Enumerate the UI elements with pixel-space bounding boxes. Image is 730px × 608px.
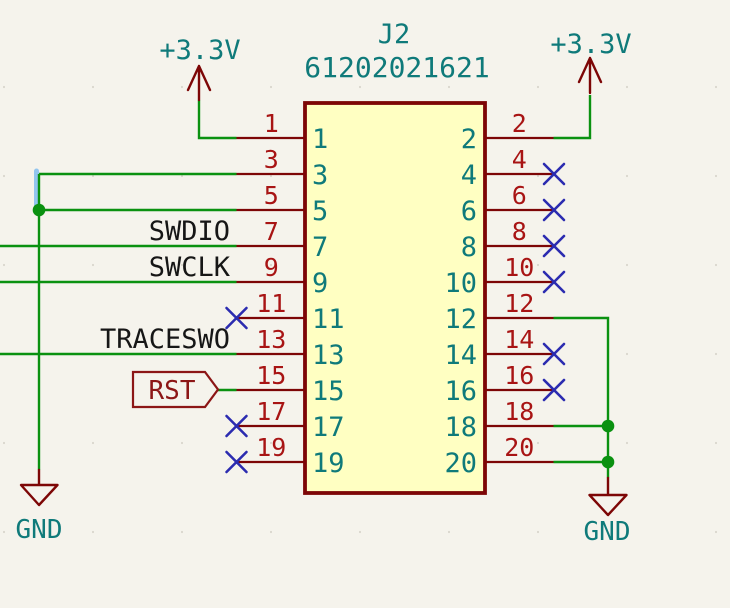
power-label-gnd-right[interactable]: GND (584, 517, 631, 547)
pin-name-5: 5 (312, 196, 328, 227)
pin-number-8: 8 (512, 217, 527, 246)
no-connect-x-pin-4[interactable] (542, 162, 566, 186)
no-connect-icon (542, 198, 566, 222)
pin-number-5: 5 (264, 181, 279, 210)
component-value[interactable]: 61202021621 (304, 51, 489, 84)
pin-name-3: 3 (312, 160, 328, 191)
power-label-vcc-left[interactable]: +3.3V (159, 35, 240, 66)
pin-number-3: 3 (264, 145, 279, 174)
connector-symbol-body[interactable] (303, 101, 487, 495)
pin-name-20: 20 (444, 448, 477, 479)
pin-number-15: 15 (256, 361, 286, 390)
pin-number-11: 11 (256, 289, 286, 318)
no-connect-x-pin-17[interactable] (225, 414, 248, 438)
net-label-swdio[interactable]: SWDIO (149, 216, 230, 247)
no-connect-x-pin-16[interactable] (542, 378, 566, 402)
pin-number-2: 2 (512, 109, 527, 138)
pin-number-12: 12 (504, 289, 534, 318)
junction-dot[interactable] (601, 455, 615, 469)
power-symbol-gnd-right[interactable]: GND (584, 476, 631, 547)
no-connect-icon (542, 162, 566, 186)
pin-name-15: 15 (312, 376, 345, 407)
power-label-gnd-left[interactable]: GND (16, 515, 63, 545)
net-label-traceswo[interactable]: TRACESWO (100, 324, 230, 355)
pin-number-17: 17 (256, 397, 286, 426)
junction-dot[interactable] (32, 203, 46, 217)
pin-name-7: 7 (312, 232, 328, 263)
net-label-swclk[interactable]: SWCLK (149, 252, 231, 283)
wires-group (0, 95, 610, 478)
pin-number-20: 20 (504, 433, 534, 462)
pin-name-13: 13 (312, 340, 345, 371)
power-arrow-icon (186, 64, 212, 102)
pin-name-16: 16 (444, 376, 477, 407)
pin-name-2: 2 (461, 124, 477, 155)
no-connect-x-pin-6[interactable] (542, 198, 566, 222)
pin-number-13: 13 (256, 325, 286, 354)
junction-dot[interactable] (601, 419, 615, 433)
no-connect-icon (225, 414, 248, 438)
pin-name-11: 11 (312, 304, 345, 335)
power-label-vcc-right[interactable]: +3.3V (550, 29, 631, 60)
pins-group: 1133557799111113131515171719192244668810… (236, 109, 554, 479)
pin-number-16: 16 (504, 361, 534, 390)
power-symbol-vcc-right[interactable]: +3.3V (550, 29, 632, 95)
pin-name-9: 9 (312, 268, 328, 299)
pin-name-10: 10 (444, 268, 477, 299)
pin-name-18: 18 (444, 412, 477, 443)
global-label-rst[interactable]: RST (131, 370, 220, 409)
no-connect-icon (542, 234, 566, 258)
pin-number-6: 6 (512, 181, 527, 210)
pin-number-1: 1 (264, 109, 279, 138)
pin-name-4: 4 (461, 160, 477, 191)
pin-number-18: 18 (504, 397, 534, 426)
no-connect-icon (225, 450, 248, 474)
wire-pin2-vcc[interactable] (553, 95, 592, 140)
no-connect-icon (542, 342, 566, 366)
pin-number-7: 7 (264, 217, 279, 246)
pin-number-10: 10 (504, 253, 534, 282)
no-connect-x-pin-11[interactable] (225, 306, 248, 330)
pin-number-14: 14 (504, 325, 534, 354)
power-arrow-icon (577, 56, 603, 95)
pin-name-12: 12 (444, 304, 477, 335)
global-label-outline (131, 370, 220, 409)
pin-name-19: 19 (312, 448, 345, 479)
pin-number-19: 19 (256, 433, 286, 462)
pin-name-17: 17 (312, 412, 345, 443)
global-label-rst-text[interactable]: RST (149, 376, 196, 406)
no-connect-icon (542, 378, 566, 402)
wire-pin1-vcc[interactable] (197, 100, 237, 140)
component-reference[interactable]: J2 (378, 19, 411, 50)
pin-name-14: 14 (444, 340, 477, 371)
power-symbol-gnd-left[interactable]: GND (16, 468, 63, 545)
pin-name-8: 8 (461, 232, 477, 263)
no-connect-x-pin-10[interactable] (542, 270, 566, 294)
no-connect-icon (225, 306, 248, 330)
pin-number-4: 4 (512, 145, 527, 174)
no-connect-x-pin-14[interactable] (542, 342, 566, 366)
pin-name-1: 1 (312, 124, 328, 155)
gnd-triangle-icon (19, 468, 59, 507)
gnd-triangle-icon (588, 476, 628, 517)
pin-name-6: 6 (461, 196, 477, 227)
no-connect-x-pin-8[interactable] (542, 234, 566, 258)
no-connect-icon (542, 270, 566, 294)
pin-number-9: 9 (264, 253, 279, 282)
no-connect-group (225, 162, 566, 474)
no-connect-x-pin-19[interactable] (225, 450, 248, 474)
power-symbol-vcc-left[interactable]: +3.3V (159, 35, 241, 102)
